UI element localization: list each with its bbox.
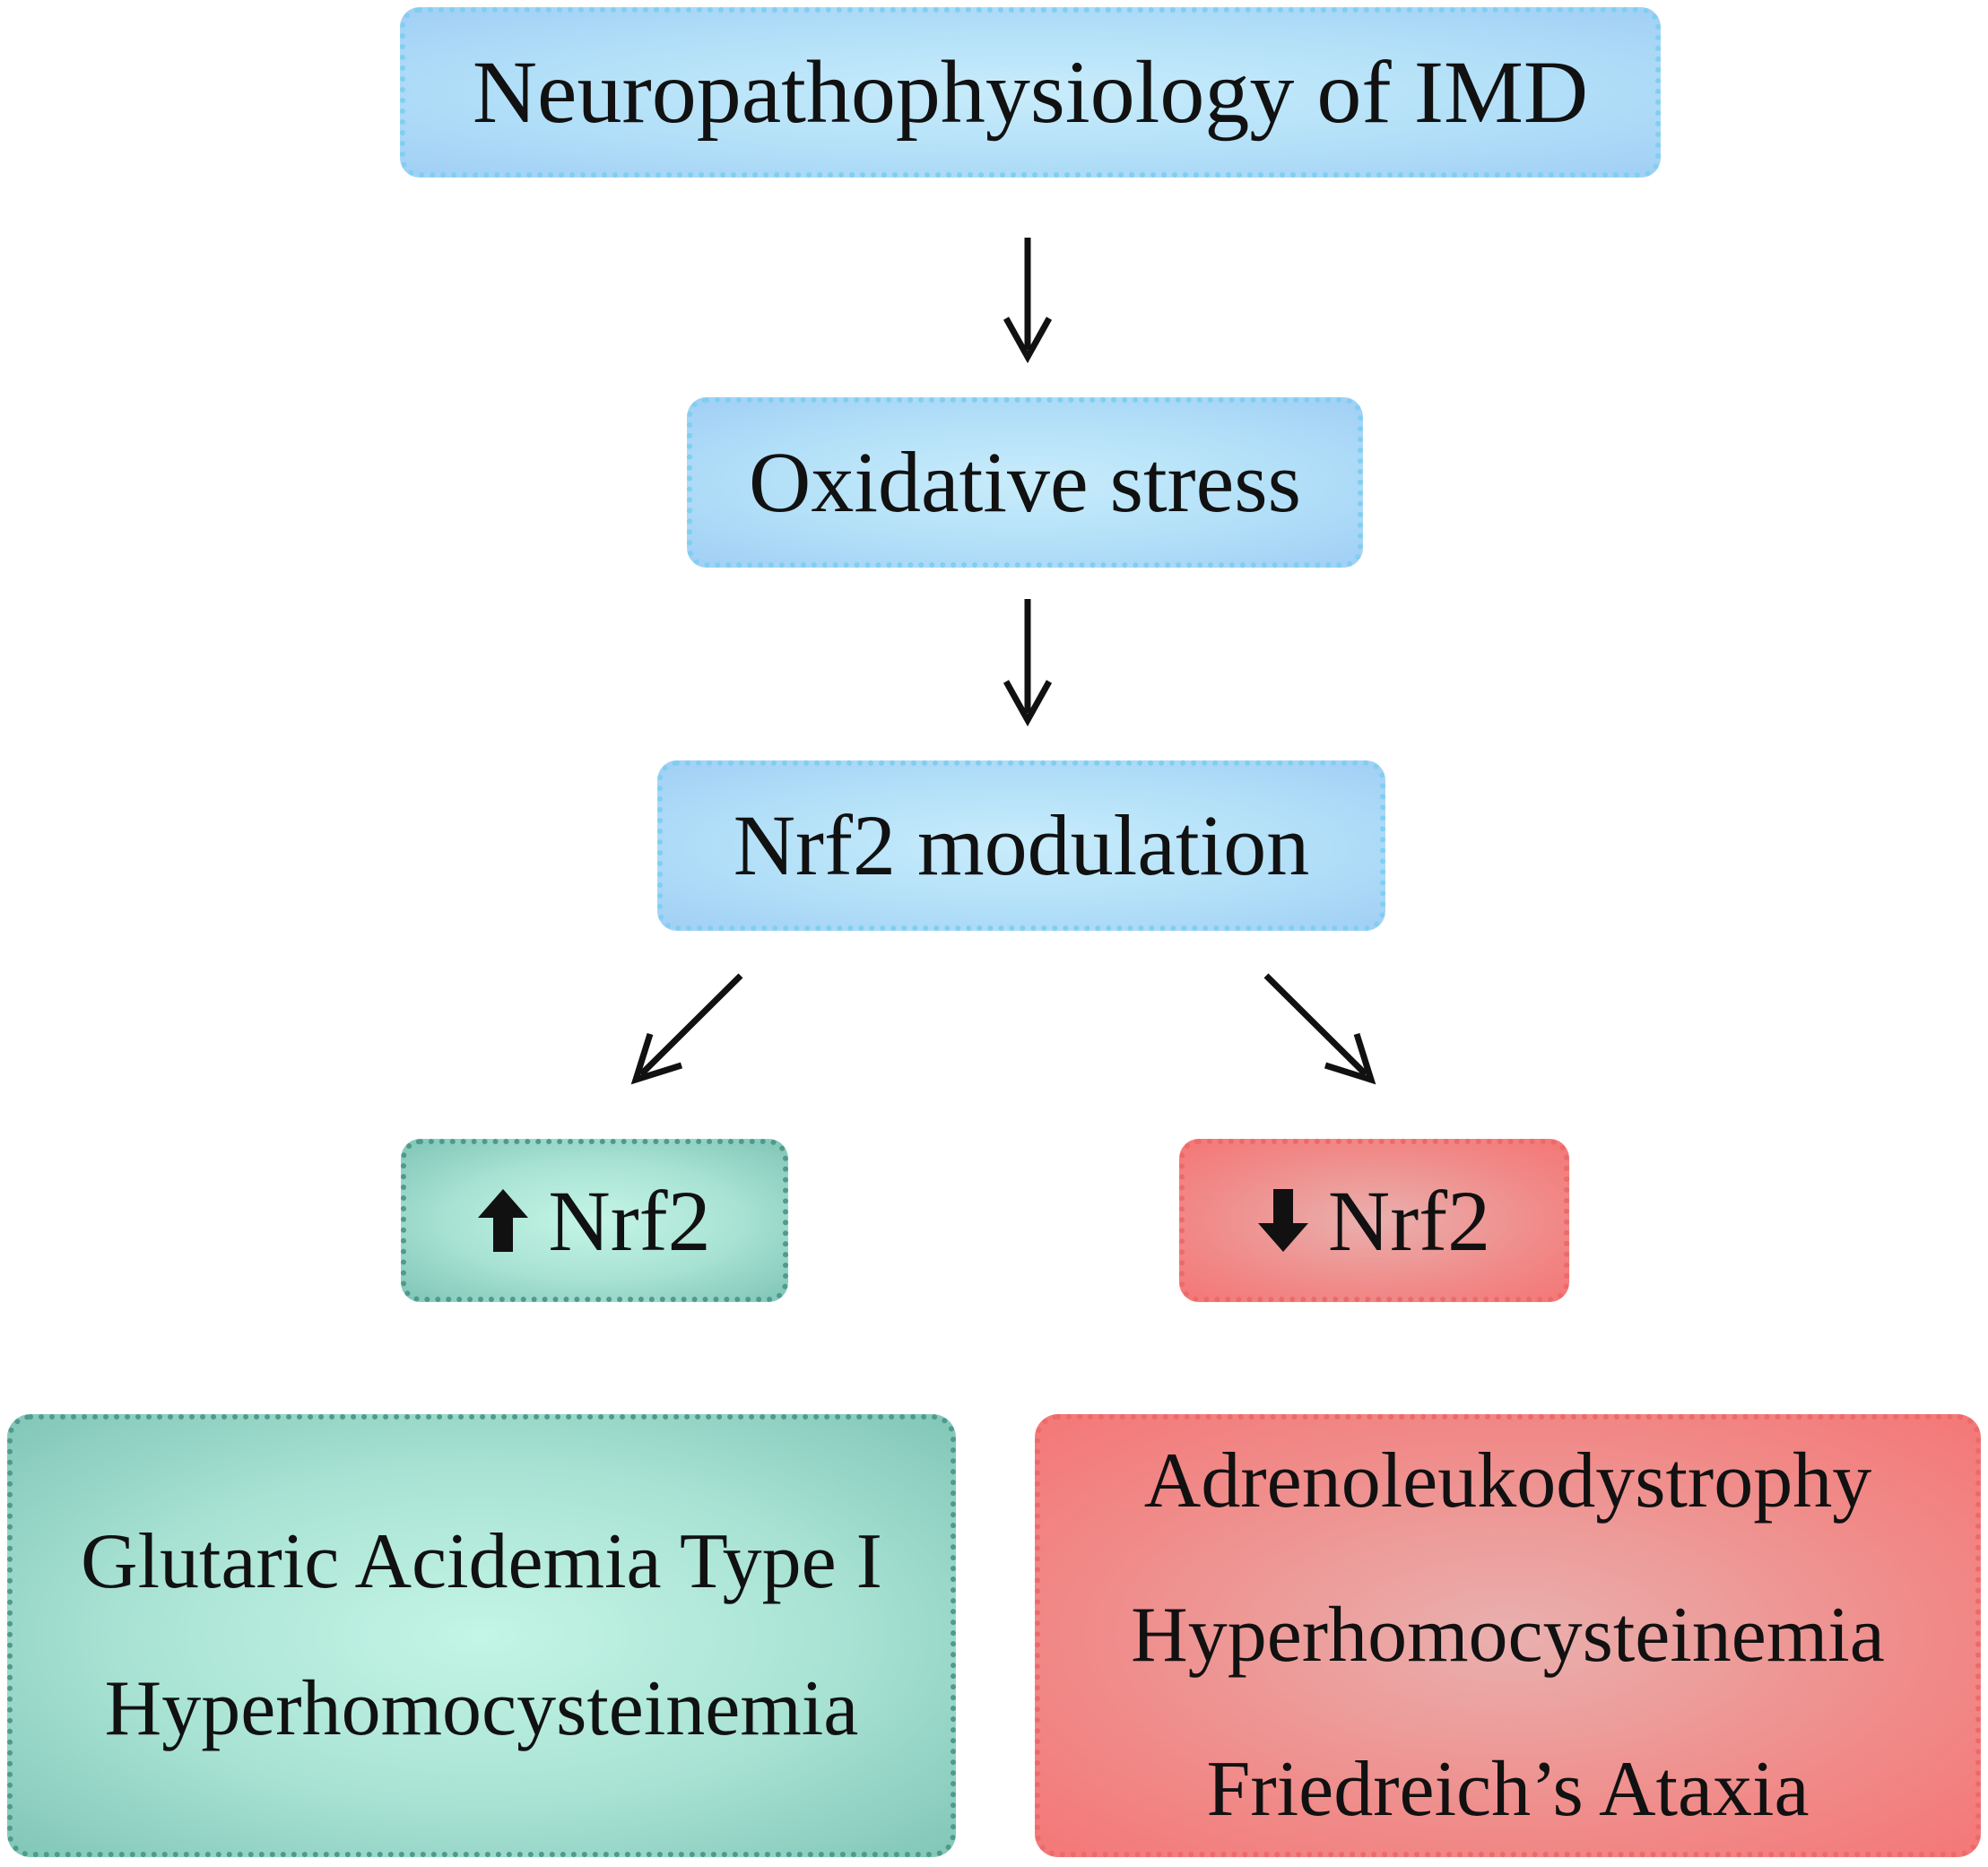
- arrow-top-to-oxidative: [1003, 238, 1053, 364]
- node-nrf2-modulation: Nrf2 modulation: [657, 760, 1385, 931]
- up-arrow-icon: [478, 1189, 529, 1252]
- decreased-nrf2-diseases: Adrenoleukodystrophy Hyperhomocysteinemi…: [1035, 1414, 1981, 1857]
- list-item: Hyperhomocysteinemia: [104, 1665, 859, 1752]
- node-oxidative-stress: Oxidative stress: [687, 397, 1363, 568]
- node-nrf2-decreased: Nrf2: [1179, 1139, 1569, 1302]
- node-oxidative-stress-label: Oxidative stress: [749, 434, 1301, 530]
- node-nrf2-modulation-label: Nrf2 modulation: [733, 797, 1310, 893]
- node-nrf2-increased-label: Nrf2: [548, 1172, 711, 1269]
- node-nrf2-decreased-label: Nrf2: [1327, 1172, 1491, 1269]
- increased-nrf2-diseases: Glutaric Acidemia Type I Hyperhomocystei…: [7, 1414, 956, 1857]
- node-neuropathophysiology: Neuropathophysiology of IMD: [400, 7, 1661, 178]
- list-item: Glutaric Acidemia Type I: [81, 1518, 882, 1605]
- arrow-modulation-to-down: [1263, 973, 1376, 1085]
- list-item: Hyperhomocysteinemia: [1131, 1592, 1885, 1679]
- arrow-oxidative-to-modulation: [1003, 599, 1053, 727]
- list-item: Adrenoleukodystrophy: [1143, 1437, 1872, 1524]
- arrow-modulation-to-up: [630, 973, 743, 1085]
- down-arrow-icon: [1257, 1189, 1308, 1252]
- list-item: Friedreich’s Ataxia: [1206, 1746, 1810, 1833]
- node-neuropathophysiology-label: Neuropathophysiology of IMD: [472, 42, 1589, 142]
- node-nrf2-increased: Nrf2: [401, 1139, 788, 1302]
